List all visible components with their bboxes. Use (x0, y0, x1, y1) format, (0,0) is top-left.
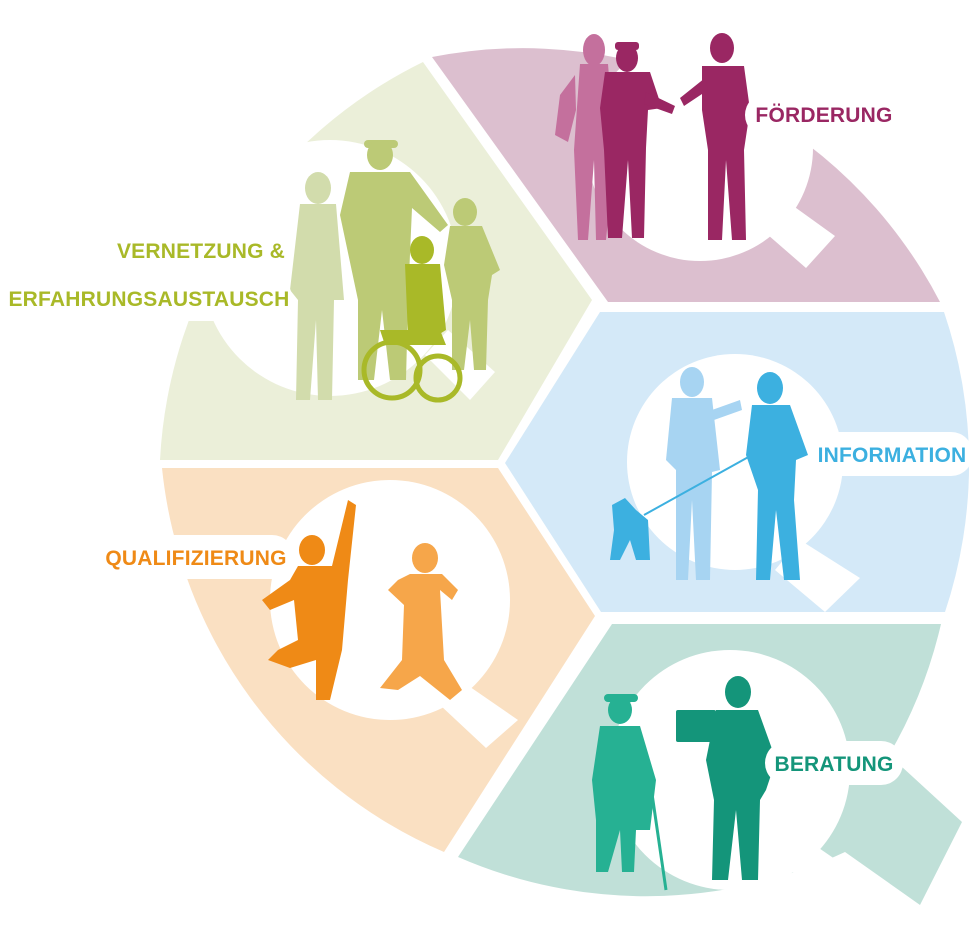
label-qualifizierung-text: QUALIFIZIERUNG (105, 547, 286, 570)
label-vernetzung: VERNETZUNG & ERFAHRUNGSAUSTAUSCH (6, 228, 292, 321)
beratung-people-icon (592, 676, 776, 891)
label-beratung: BERATUNG (765, 741, 903, 785)
vernetzung-people-icon (290, 140, 500, 403)
label-information-text: INFORMATION (818, 444, 967, 467)
label-information: INFORMATION (815, 432, 973, 476)
foerderung-people-icon (555, 33, 750, 240)
labels: FÖRDERUNG INFORMATION BERATUNG QUALIFIZI… (6, 93, 973, 785)
label-vernetzung-line1: VERNETZUNG & (117, 240, 285, 263)
label-foerderung: FÖRDERUNG (745, 93, 905, 137)
label-vernetzung-line2: ERFAHRUNGSAUSTAUSCH (8, 288, 289, 311)
information-people-icon (610, 367, 808, 580)
label-beratung-text: BERATUNG (774, 753, 893, 776)
qualifizierung-people-icon (262, 500, 462, 700)
label-foerderung-text: FÖRDERUNG (755, 104, 892, 127)
label-qualifizierung: QUALIFIZIERUNG (98, 535, 294, 579)
